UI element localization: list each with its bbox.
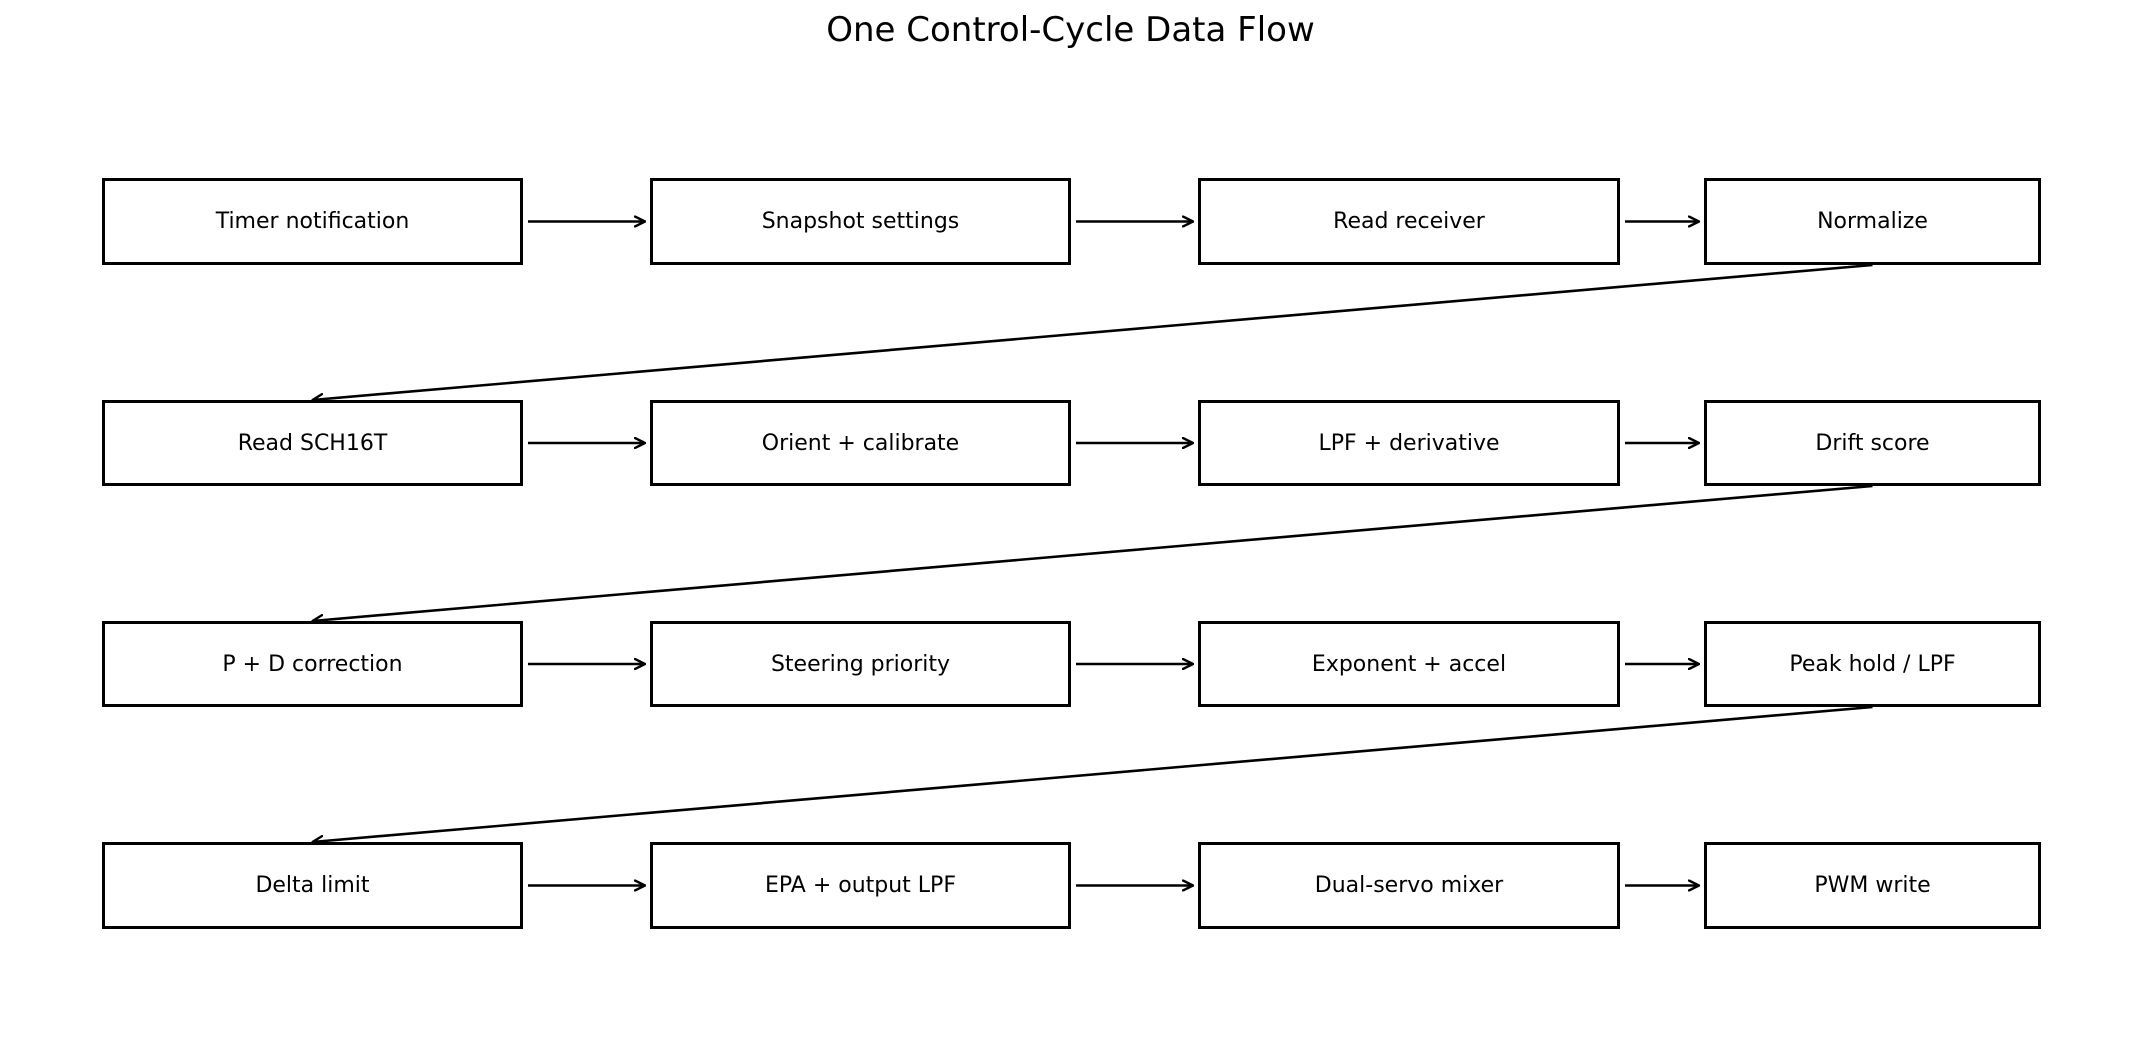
- arrow-row0-to-row1: [313, 263, 1873, 400]
- diagram-title: One Control-Cycle Data Flow: [826, 10, 1315, 50]
- node-dual-servo-mixer: Dual-servo mixer: [1198, 842, 1620, 929]
- node-read-receiver: Read receiver: [1198, 178, 1620, 265]
- node-read-sch16t: Read SCH16T: [102, 400, 523, 486]
- node-epa-output-lpf: EPA + output LPF: [650, 842, 1071, 929]
- node-steering-priority: Steering priority: [650, 621, 1071, 707]
- node-pwm-write: PWM write: [1704, 842, 2041, 929]
- node-snapshot-settings: Snapshot settings: [650, 178, 1071, 265]
- node-drift-score: Drift score: [1704, 400, 2041, 486]
- node-timer-notification: Timer notification: [102, 178, 523, 265]
- node-exponent-accel: Exponent + accel: [1198, 621, 1620, 707]
- node-pd-correction: P + D correction: [102, 621, 523, 707]
- node-normalize: Normalize: [1704, 178, 2041, 265]
- arrow-row1-to-row2: [313, 484, 1873, 621]
- node-delta-limit: Delta limit: [102, 842, 523, 929]
- node-peak-hold-lpf: Peak hold / LPF: [1704, 621, 2041, 707]
- node-lpf-derivative: LPF + derivative: [1198, 400, 1620, 486]
- arrow-row2-to-row3: [313, 705, 1873, 842]
- node-orient-calibrate: Orient + calibrate: [650, 400, 1071, 486]
